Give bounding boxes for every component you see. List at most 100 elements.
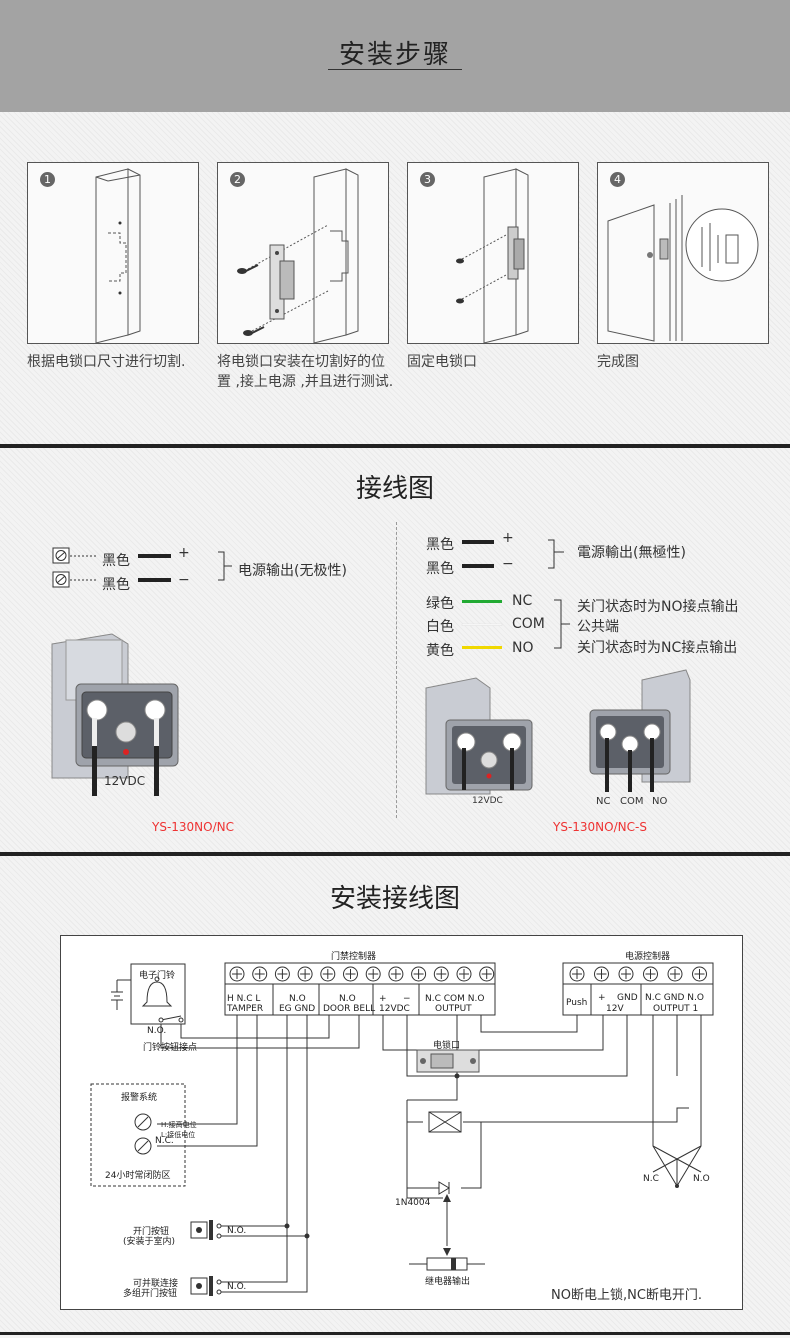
left-wire2-color: 黑色 [102, 577, 130, 593]
step-2-number: 2 [230, 172, 245, 187]
electric-strike-image [425, 677, 533, 795]
right-wire2-sign: − [502, 556, 514, 572]
term-output: OUTPUT [435, 1004, 472, 1014]
step-1-number: 1 [40, 172, 55, 187]
right-power-label: 電源輸出(無極性) [577, 545, 686, 561]
term-hncl: H N.C L [227, 994, 261, 1004]
wiring-schematic: 门禁控制器 电源控制器 电子门铃 N.O. 门铃按钮接点 H N.C L TAM… [60, 935, 743, 1310]
alarm-l: L:接低电位 [161, 1131, 196, 1139]
pc-term-output1: OUTPUT 1 [653, 1004, 699, 1014]
button-no2: N.O. [227, 1282, 247, 1292]
lock-b-nc: NC [596, 796, 611, 807]
pc-term-push: Push [566, 998, 588, 1008]
bell-icon [141, 976, 173, 1007]
right-wire1-color: 黑色 [426, 537, 454, 553]
diode-icon [438, 1181, 450, 1195]
com-description: 公共端 [577, 619, 619, 635]
terminal-icon [134, 1113, 152, 1131]
button-no: N.O. [227, 1226, 247, 1236]
header-bar: 安装步骤 [0, 0, 790, 112]
power-controller-label: 电源控制器 [625, 952, 671, 962]
relay-label: 继电器输出 [425, 1277, 471, 1287]
exit-button-icon [190, 1276, 222, 1296]
install-steps-section: 1 根据电锁口尺寸进行切割. 2 [0, 112, 790, 444]
alarm-title: 报警系统 [121, 1093, 158, 1103]
pc-term-ncgndno: N.C GND N.O [645, 993, 704, 1003]
left-wire2-sign: − [178, 572, 190, 588]
pc-term-gnd: GND [617, 993, 638, 1003]
term-eg-gnd: EG GND [279, 1004, 316, 1014]
yellow-wire-terminal: NO [512, 640, 534, 656]
lock-b-com: COM [620, 796, 644, 807]
term-plus: + [379, 994, 387, 1004]
yellow-wire-label: 黄色 [426, 643, 454, 659]
step-1-illustration [95, 168, 141, 344]
relay-icon [409, 1194, 485, 1271]
left-wire1-sign: + [178, 545, 190, 561]
screw-icon [456, 258, 464, 264]
green-wire-label: 绿色 [426, 596, 454, 612]
left-wire1-color: 黑色 [102, 553, 130, 569]
open-button-note: (安装于室内) [123, 1237, 176, 1247]
alarm-h: H:接高电位 [161, 1121, 197, 1129]
step-2-illustration [237, 168, 359, 344]
battery-icon [111, 979, 131, 1010]
section-divider [0, 1332, 790, 1335]
white-wire-label: 白色 [426, 619, 454, 635]
lock-b-no: NO [652, 796, 668, 807]
left-wiring-diagram [51, 547, 232, 796]
screw-icon [243, 326, 265, 336]
step-1-caption: 根据电锁口尺寸进行切割. [27, 354, 186, 370]
left-model: YS-130NO/NC [152, 820, 235, 834]
step-1-card: 1 [27, 162, 199, 344]
schematic-lines [90, 962, 714, 1296]
terminal-icon [52, 547, 70, 564]
term-tamper: TAMPER [227, 1004, 264, 1014]
access-controller-terminals [229, 966, 495, 982]
doorbell-label: 电子门铃 [139, 971, 176, 981]
page-title: 安装步骤 [338, 40, 451, 70]
install-note: NO断电上锁,NC断电开门. [551, 1288, 703, 1303]
electric-strike-image [51, 633, 179, 796]
step-4-caption: 完成图 [597, 354, 639, 370]
doorbell-contact-label: 门铃按钮接点 [143, 1043, 198, 1053]
terminal-icon [134, 1137, 152, 1155]
section-divider [0, 444, 790, 448]
term-nccomno: N.C COM N.O [425, 994, 485, 1004]
pc-term-plus: + [598, 993, 606, 1003]
parallel-label-1: 可并联连接 [133, 1279, 179, 1289]
right-wiring-diagram [425, 539, 691, 795]
install-title: 安装接线图 [329, 884, 460, 914]
terminal-icon [52, 571, 70, 588]
step-4-illustration [607, 195, 759, 342]
wiring-section: 接线图 黑色 + 黑色 − 电源输出(无极性) 12VDC YS-130NO [0, 448, 790, 852]
title-underline [328, 69, 462, 70]
power-controller-terminals [569, 966, 707, 982]
pc-term-12v: 12V [606, 1004, 624, 1014]
access-controller-label: 门禁控制器 [331, 952, 377, 962]
lock-label: 电锁口 [433, 1041, 461, 1051]
step-2-card: 2 [217, 162, 389, 344]
green-wire-terminal: NC [512, 593, 533, 609]
step-3-illustration [456, 168, 529, 344]
alarm-nc: N.C. [155, 1136, 174, 1146]
alarm-zone: 24小时常闭防区 [105, 1171, 171, 1181]
step-4-card: 4 [597, 162, 769, 344]
step-4-number: 4 [610, 172, 625, 187]
right-voltage: 12VDC [472, 796, 503, 806]
term-doorbell: DOOR BELL [323, 1004, 376, 1014]
electric-strike-image [416, 1049, 480, 1073]
open-button-label: 开门按钮 [133, 1227, 170, 1237]
left-power-label: 电源输出(无极性) [238, 563, 347, 579]
parallel-label-2: 多组开门按钮 [123, 1289, 178, 1299]
no-description: 关门状态时为NC接点输出 [577, 640, 738, 656]
lock-coil-icon [428, 1111, 462, 1133]
term-no1: N.O [289, 994, 306, 1004]
white-wire-terminal: COM [512, 616, 545, 632]
no-label: N.O [693, 1174, 710, 1184]
install-wiring-section: 安装接线图 [0, 856, 790, 1332]
step-2-caption: 将电锁口安装在切割好的位置 ,接上电源 ,并且进行测试. [217, 354, 394, 390]
diode-label: 1N4004 [395, 1198, 431, 1208]
step-3-caption: 固定电锁口 [407, 354, 477, 370]
left-voltage: 12VDC [104, 774, 146, 788]
